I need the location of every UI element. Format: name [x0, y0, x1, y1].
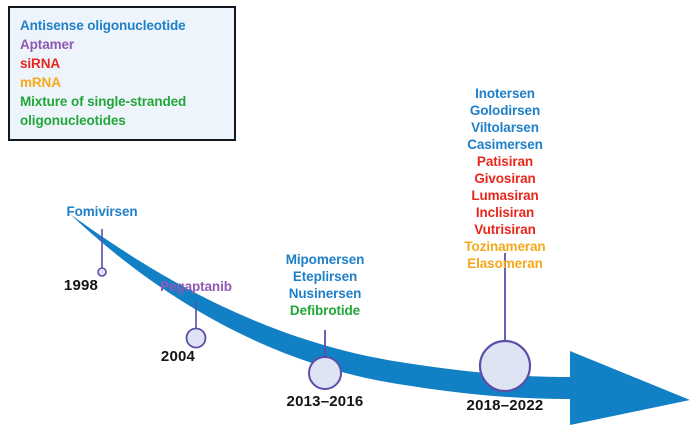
legend-item-aptamer: Aptamer [20, 37, 75, 52]
drug-label-givosiran: Givosiran [474, 171, 536, 186]
drug-label-lumasiran: Lumasiran [471, 188, 539, 203]
drug-label-eteplirsen: Eteplirsen [292, 269, 358, 284]
legend-item-mrna: mRNA [20, 75, 61, 90]
drug-label-elasomeran: Elasomeran [467, 256, 543, 271]
drug-labels-2004: Pegaptanib [136, 278, 256, 295]
milestone-marker-2018-2022[interactable] [478, 339, 532, 393]
drug-label-mipomersen: Mipomersen [285, 252, 365, 267]
year-caption-2013-2016: 2013–2016 [286, 393, 364, 410]
drug-label-patisiran: Patisiran [476, 154, 534, 169]
legend-item-antisense-oligonucleotide: Antisense oligonucleotide [20, 18, 186, 33]
drug-label-inotersen: Inotersen [475, 86, 535, 101]
drug-label-pegaptanib: Pegaptanib [160, 279, 232, 294]
year-caption-1998: 1998 [63, 277, 99, 294]
drug-label-casimersen: Casimersen [467, 137, 543, 152]
timeline-band [70, 214, 690, 425]
drug-label-nusinersen: Nusinersen [288, 286, 362, 301]
milestone-marker-2004[interactable] [185, 327, 207, 349]
year-caption-2004: 2004 [160, 348, 196, 365]
drug-labels-2018-2022: Inotersen Golodirsen Viltolarsen Casimer… [443, 85, 567, 272]
drug-label-golodirsen: Golodirsen [469, 103, 541, 118]
drug-labels-2013-2016: Mipomersen Eteplirsen Nusinersen Defibro… [263, 251, 387, 319]
legend-box: Antisense oligonucleotide Aptamer siRNA … [8, 6, 236, 141]
drug-label-viltolarsen: Viltolarsen [471, 120, 539, 135]
milestone-marker-1998[interactable] [97, 267, 107, 277]
drug-label-defibrotide: Defibrotide [289, 303, 361, 318]
drug-label-inclisiran: Inclisiran [475, 205, 535, 220]
milestone-marker-2013-2016[interactable] [308, 356, 342, 390]
legend-item-sirna: siRNA [20, 56, 61, 71]
drug-label-vutrisiran: Vutrisiran [474, 222, 536, 237]
year-caption-2018-2022: 2018–2022 [466, 397, 544, 414]
drug-label-tozinameran: Tozinameran [464, 239, 546, 254]
legend-item-mixture-of-single-stranded-oligonucleotides: Mixture of single-stranded oligonucleoti… [20, 94, 187, 128]
drug-label-fomivirsen: Fomivirsen [66, 204, 138, 219]
drug-labels-1998: Fomivirsen [42, 203, 162, 220]
